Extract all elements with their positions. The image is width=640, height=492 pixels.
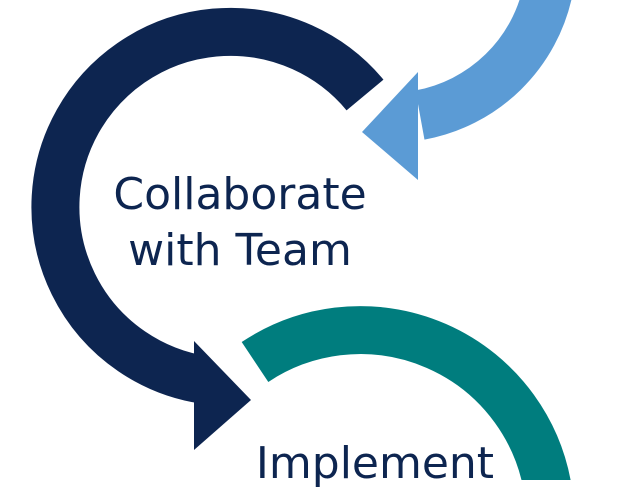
step-3-label: Implement — [210, 436, 540, 492]
step-3-label-text: Implement — [255, 438, 495, 489]
step-2-label-line-2: with Team — [128, 225, 352, 276]
step-2-label-line-1: Collaborate — [113, 169, 367, 220]
step-2-arrowhead-icon — [194, 341, 251, 450]
process-cycle-diagram — [31, 0, 572, 480]
step-2-arrow — [31, 7, 384, 450]
step-1-arrowhead-icon — [362, 72, 418, 180]
step-1-arrow — [362, 0, 572, 180]
step-3-arc — [241, 306, 571, 480]
step-2-label: Collaborate with Team — [90, 167, 390, 279]
step-2-arc — [31, 7, 384, 404]
step-3-arc-group — [241, 306, 571, 480]
step-1-arc — [414, 0, 572, 140]
